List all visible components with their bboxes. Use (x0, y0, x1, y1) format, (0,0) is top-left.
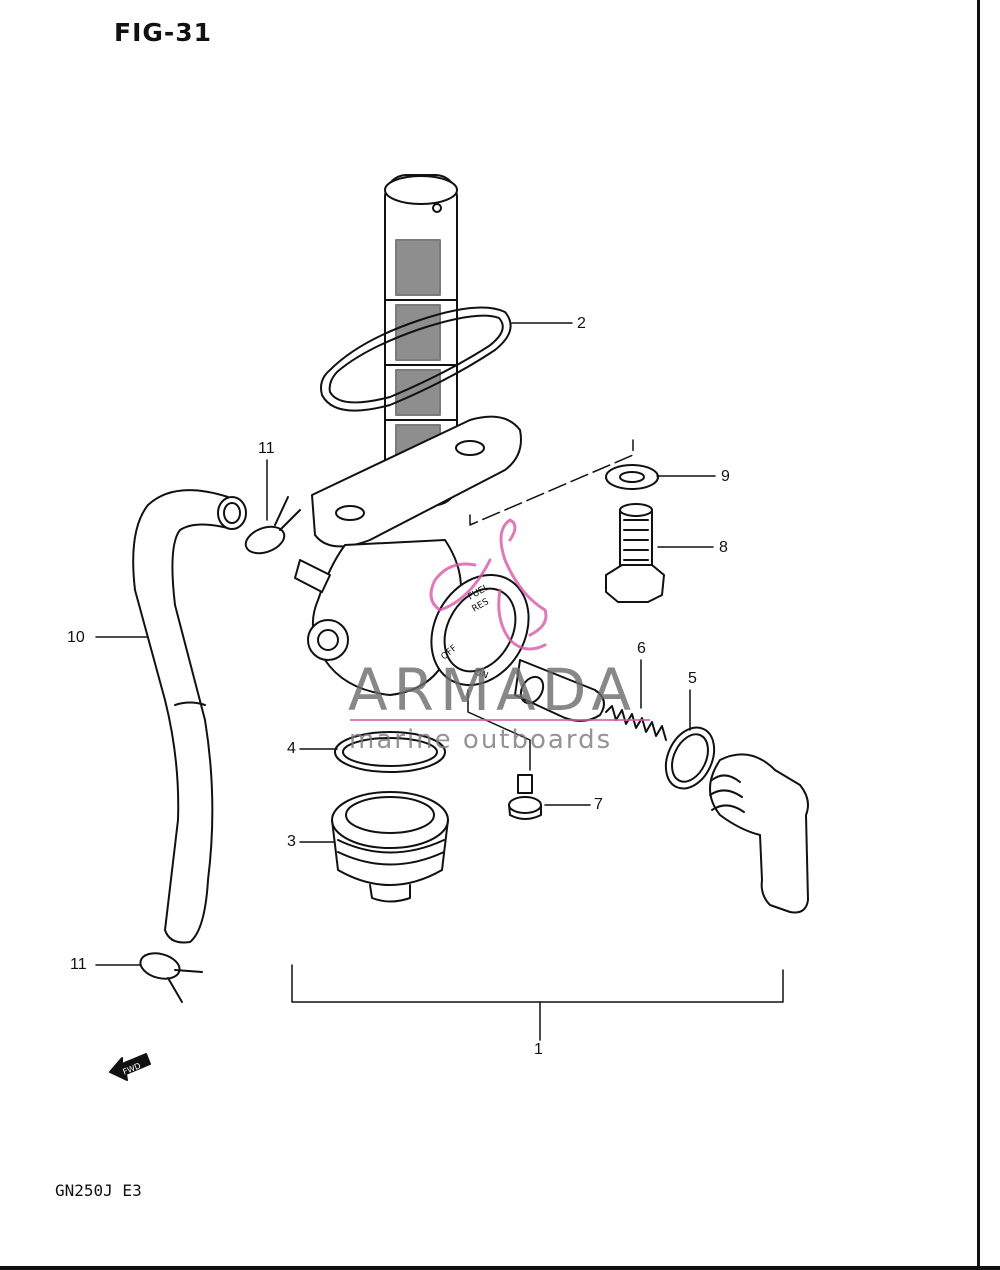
fuel-hose-part (132, 489, 247, 944)
hose-clamp-lower-part (139, 952, 203, 1003)
assembly-guide-lines (467, 439, 634, 771)
bolt-part (605, 503, 665, 603)
o-ring-part (334, 731, 446, 773)
cock-flange (311, 415, 522, 548)
fuel-strainer-part (384, 174, 458, 506)
callout-10: 10 (67, 629, 85, 646)
figure-title: FIG-31 (114, 18, 213, 47)
strainer-gasket-part (320, 306, 512, 412)
callout-6: 6 (637, 640, 646, 657)
callout-4: 4 (287, 740, 296, 757)
scan-edge-right (977, 0, 980, 1270)
watermark-tagline: marine outboards (349, 725, 613, 755)
lever-gasket-part (664, 726, 716, 790)
callout-11-lower: 11 (70, 956, 87, 973)
watermark-underline (350, 719, 650, 721)
callout-3: 3 (287, 833, 296, 850)
leader-lines (95, 322, 784, 1041)
callout-8: 8 (719, 539, 728, 556)
hose-clamp-upper-part (244, 496, 301, 555)
scan-edge-bottom (0, 1266, 1000, 1270)
watermark-logo-icon (429, 518, 548, 651)
callout-2: 2 (577, 315, 586, 332)
screw-part (508, 774, 542, 820)
callout-7: 7 (594, 796, 603, 813)
washer-part (605, 464, 659, 490)
callout-9: 9 (721, 468, 730, 485)
callout-11-upper: 11 (258, 440, 275, 457)
lever-knob-part (709, 753, 809, 914)
marking-on: ON (473, 667, 489, 681)
model-code: GN250J E3 (55, 1181, 142, 1200)
fuel-cup-part (331, 791, 449, 903)
fwd-arrow-icon: FWD (109, 1053, 151, 1081)
watermark-brand: ARMADA (348, 656, 638, 724)
callout-5: 5 (688, 670, 697, 687)
callout-1: 1 (534, 1041, 543, 1058)
